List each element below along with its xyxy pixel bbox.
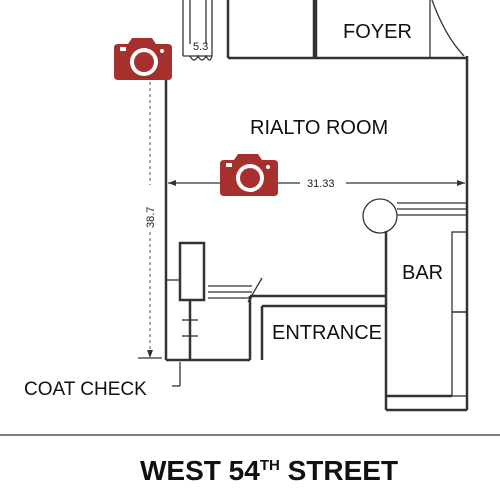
room-depth-dimension-line <box>138 82 162 359</box>
street-label: WEST 54TH STREET <box>140 455 398 486</box>
room-depth-label: 38.7 <box>145 207 157 228</box>
coat-check-label: COAT CHECK <box>24 379 147 400</box>
camera-icon[interactable] <box>114 38 172 80</box>
rialto-room-label: RIALTO ROOM <box>250 117 388 139</box>
bar-label: BAR <box>402 262 443 284</box>
top-width-dimension: 5.3 <box>193 41 208 53</box>
room-width-label: 31.33 <box>307 178 335 190</box>
entrance-label: ENTRANCE <box>272 322 382 344</box>
rialto-room-walls <box>164 56 469 412</box>
foyer-walls <box>226 0 466 60</box>
entrance-walls <box>208 277 386 360</box>
coat-check-area <box>166 241 206 387</box>
bar-area <box>362 198 468 410</box>
camera-icon[interactable] <box>220 154 278 196</box>
top-corridor <box>182 0 213 61</box>
foyer-label: FOYER <box>343 21 412 43</box>
